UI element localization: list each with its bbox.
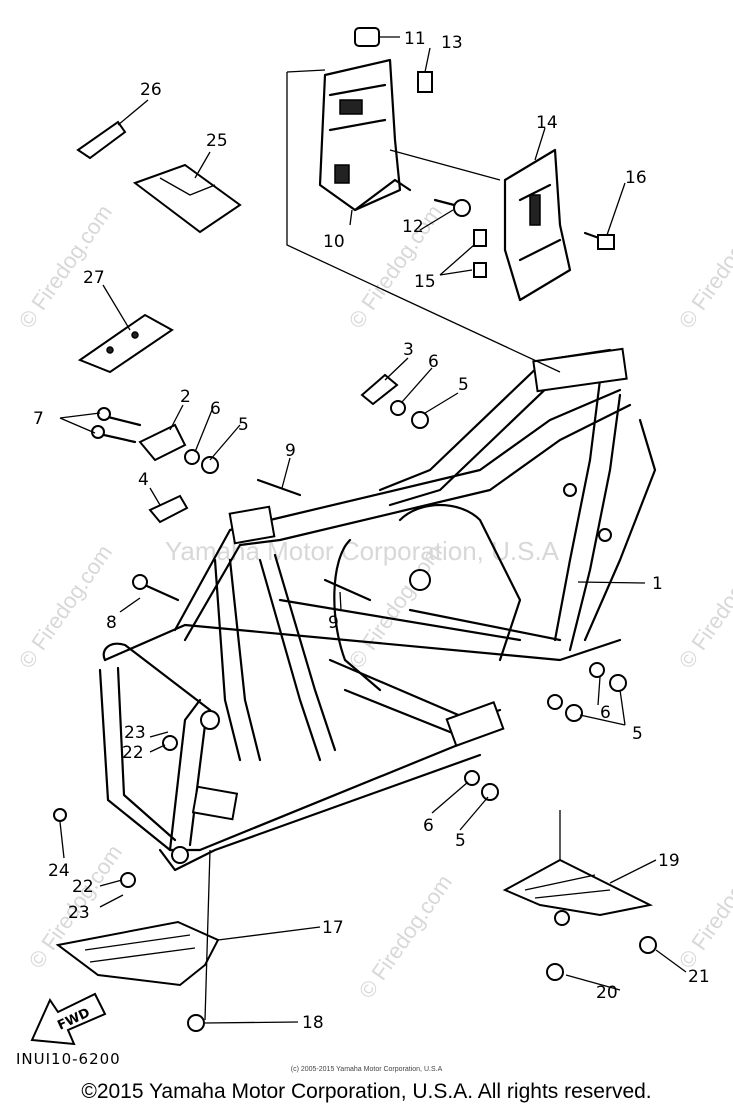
watermark: © Firedog.com — [344, 200, 447, 333]
label-part-24: 24 — [48, 861, 70, 881]
copyright-footer: ©2015 Yamaha Motor Corporation, U.S.A. A… — [81, 1080, 652, 1103]
label-part-26: 26 — [140, 80, 162, 100]
label-part-7: 7 — [33, 409, 44, 429]
label-part-13: 13 — [441, 33, 463, 53]
label-part-14: 14 — [536, 113, 558, 133]
watermark: © Firedog.com — [674, 200, 733, 333]
label-part-18: 18 — [302, 1013, 324, 1033]
label-part-6: 6 — [600, 703, 611, 723]
forward-arrow-icon: FWD — [30, 992, 107, 1046]
label-part-19: 19 — [658, 851, 680, 871]
label-part-5: 5 — [238, 415, 249, 435]
label-part-22: 22 — [122, 743, 144, 763]
label-part-5: 5 — [458, 375, 469, 395]
watermark: © Firedog.com — [354, 870, 457, 1003]
label-part-6: 6 — [428, 352, 439, 372]
label-part-1: 1 — [652, 574, 663, 594]
label-part-9: 9 — [328, 613, 339, 633]
label-part-23: 23 — [124, 723, 146, 743]
label-part-21: 21 — [688, 967, 710, 987]
label-part-4: 4 — [138, 470, 149, 490]
label-part-16: 16 — [625, 168, 647, 188]
leader-lines — [59, 36, 687, 1024]
label-part-10: 10 — [323, 232, 345, 252]
label-part-5: 5 — [455, 831, 466, 851]
watermark: © Firedog.com — [674, 540, 733, 673]
label-part-6: 6 — [423, 816, 434, 836]
small-copyright: (c) 2005-2015 Yamaha Motor Corporation, … — [290, 1066, 443, 1073]
label-part-20: 20 — [596, 983, 618, 1003]
label-part-5: 5 — [632, 724, 643, 744]
label-part-17: 17 — [322, 918, 344, 938]
label-part-8: 8 — [106, 613, 117, 633]
label-part-6: 6 — [210, 399, 221, 419]
label-part-2: 2 — [180, 387, 191, 407]
watermark: © Firedog.com — [14, 200, 117, 333]
label-part-12: 12 — [402, 217, 424, 237]
label-part-15: 15 — [414, 272, 436, 292]
label-part-23: 23 — [68, 903, 90, 923]
footrests — [55, 810, 657, 1032]
main-frame — [98, 347, 657, 872]
diagram-code: INUI10-6200 — [16, 1050, 121, 1068]
part-labels: 1 2 3 4 5 5 5 5 6 6 6 6 7 8 9 9 10 11 12… — [33, 29, 710, 1033]
label-part-9: 9 — [285, 441, 296, 461]
battery-box-assembly — [286, 27, 615, 373]
label-part-27: 27 — [83, 268, 105, 288]
label-part-3: 3 — [403, 340, 414, 360]
watermark: © Firedog.com — [674, 840, 733, 973]
label-part-11: 11 — [404, 29, 426, 49]
watermark: © Firedog.com — [14, 540, 117, 673]
loose-parts — [53, 120, 627, 888]
label-part-22: 22 — [72, 877, 94, 897]
label-part-25: 25 — [206, 131, 228, 151]
